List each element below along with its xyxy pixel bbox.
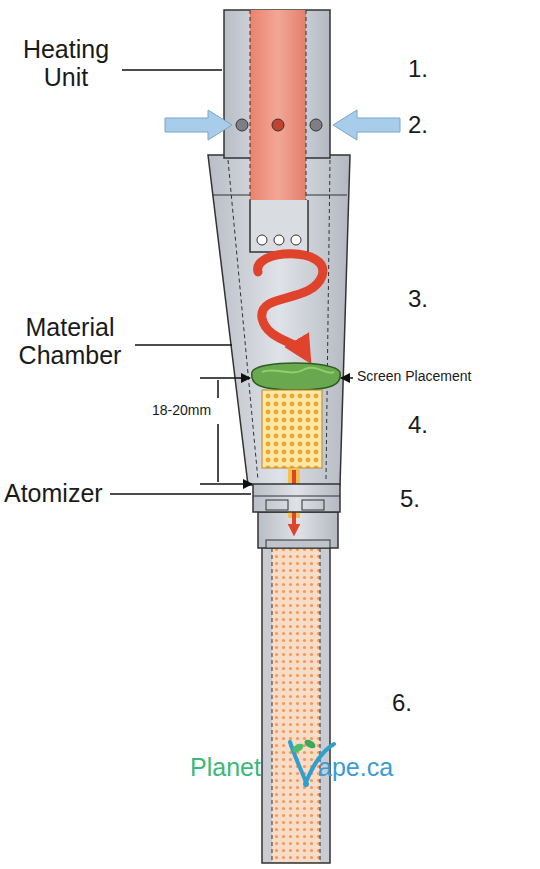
callout-number: 6. (392, 690, 412, 716)
watermark: ape.ca (318, 754, 393, 782)
part-label: Material Chamber (6, 314, 134, 369)
dimension-label: 18-20mm (152, 403, 211, 418)
callout-number: 5. (400, 486, 420, 512)
callout-number: 2. (408, 112, 428, 138)
callout-number: 3. (408, 286, 428, 312)
watermark: Planet (190, 754, 261, 782)
part-label: Screen Placement (357, 369, 471, 384)
part-label: Atomizer (4, 480, 103, 508)
callout-number: 1. (408, 56, 428, 82)
part-label: Heating Unit (10, 36, 122, 91)
callout-number: 4. (408, 412, 428, 438)
